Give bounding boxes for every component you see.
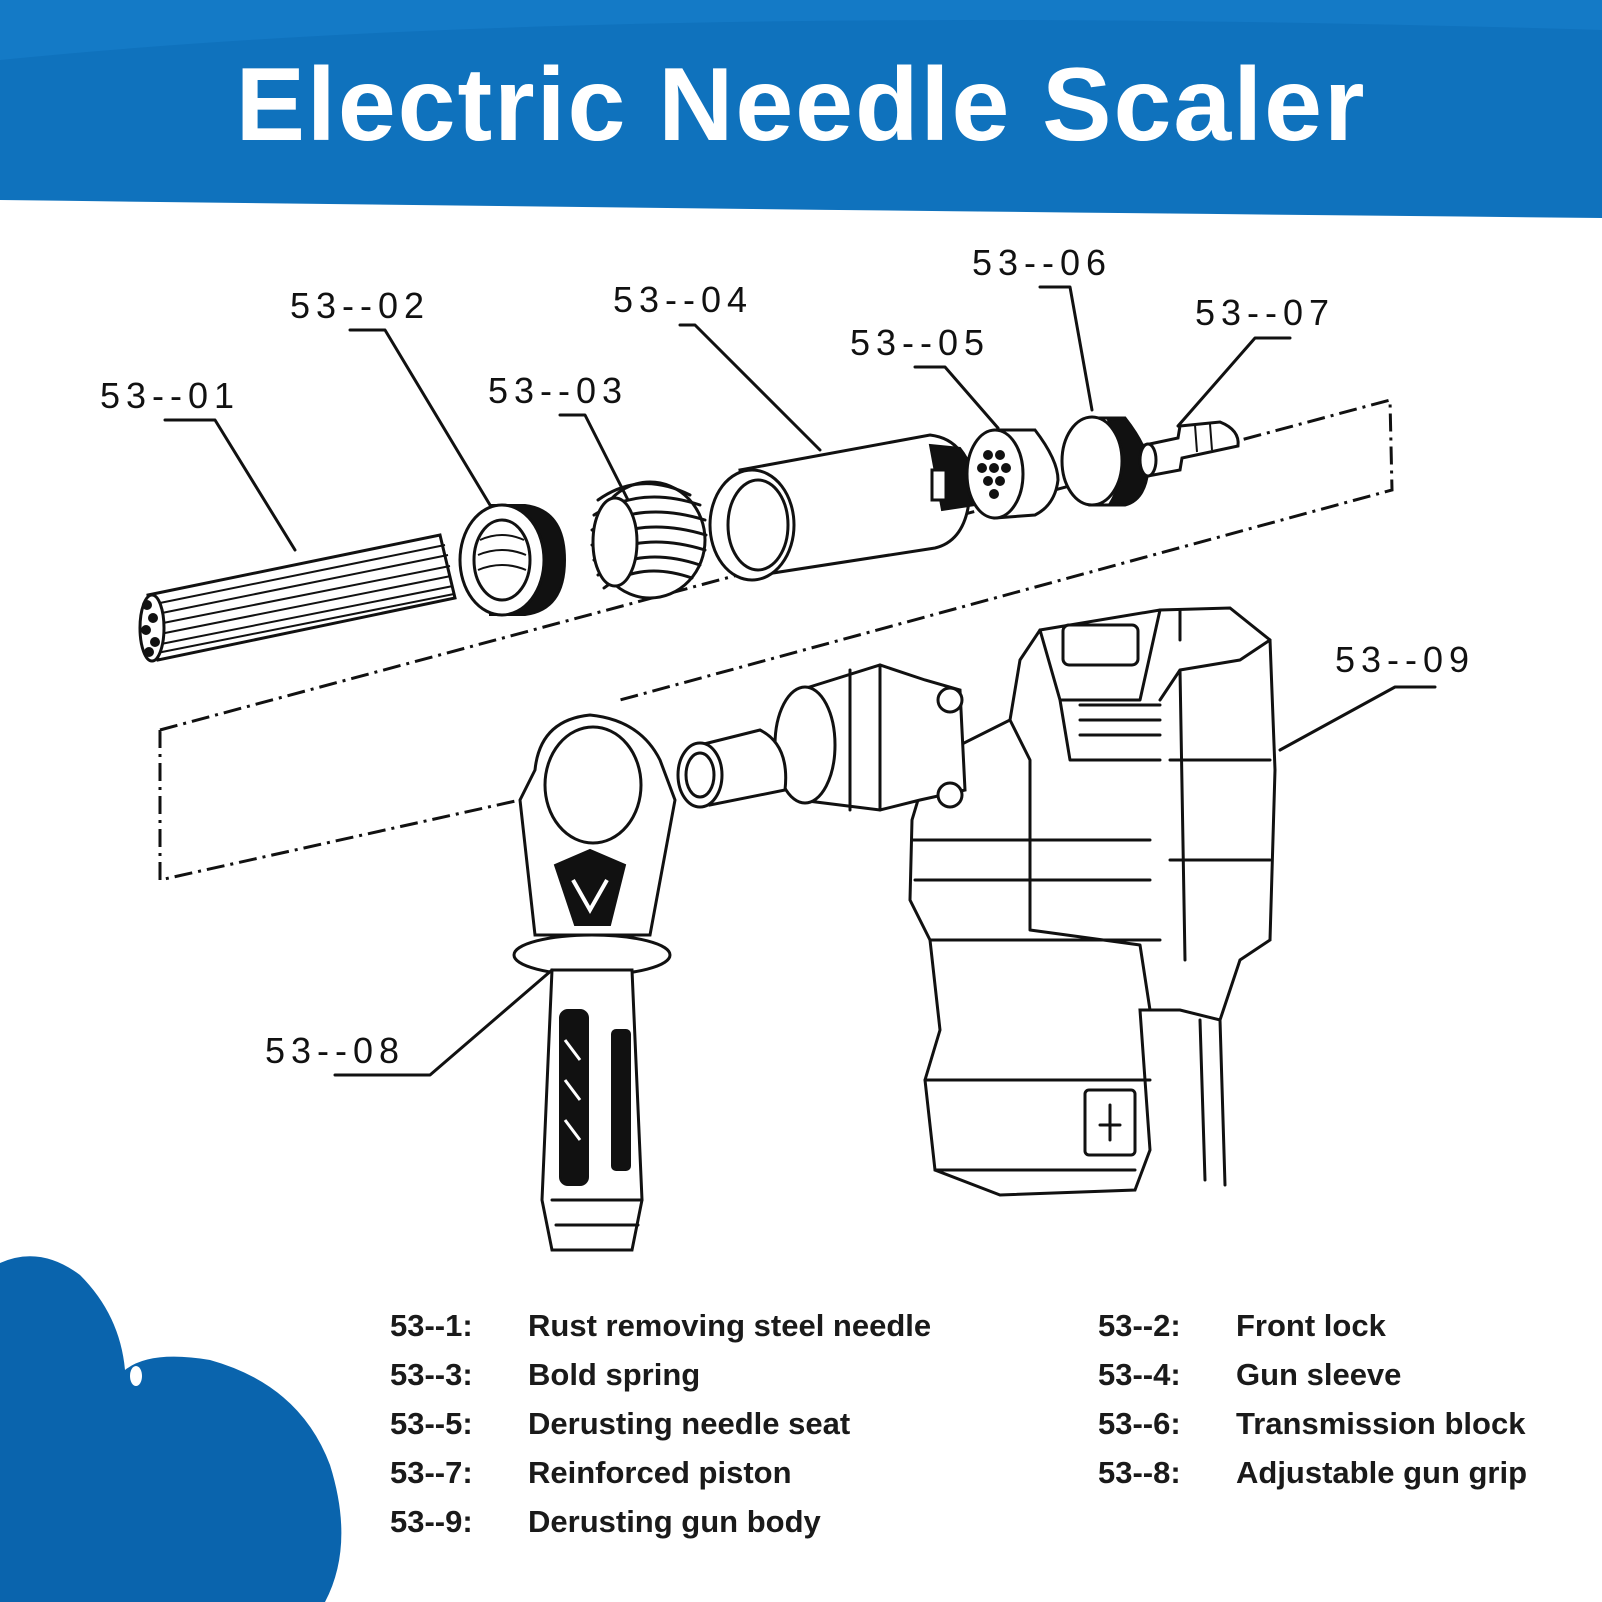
callout-label-01: 53--01	[100, 375, 240, 416]
legend-code: 53--6:	[1098, 1406, 1181, 1441]
legend-code: 53--2:	[1098, 1308, 1181, 1343]
legend-code: 53--7:	[390, 1455, 473, 1490]
callout-label-08: 53--08	[265, 1030, 405, 1071]
leader-line-03	[558, 413, 630, 502]
legend-item: 53--5: Derusting needle seat	[390, 1406, 850, 1446]
leader-line-05	[913, 365, 1000, 430]
derusting-gun-body	[676, 606, 1277, 1197]
callout-label-02: 53--02	[290, 285, 430, 326]
leader-line-07	[1176, 336, 1292, 428]
leader-line-08	[333, 968, 554, 1077]
legend-item: 53--6: Transmission block	[1098, 1406, 1525, 1446]
callout-label-09: 53--09	[1335, 639, 1475, 680]
adjustable-gun-grip	[512, 713, 677, 1252]
callout-label-06: 53--06	[972, 242, 1112, 283]
bold-spring	[590, 480, 708, 600]
legend-label: Front lock	[1236, 1308, 1386, 1343]
leader-line-09	[1278, 685, 1437, 752]
legend-code: 53--5:	[390, 1406, 473, 1441]
legend-label: Reinforced piston	[528, 1455, 792, 1490]
legend-code: 53--1:	[390, 1308, 473, 1343]
legend-label: Derusting gun body	[528, 1504, 821, 1539]
legend-item: 53--1: Rust removing steel needle	[390, 1308, 931, 1348]
legend-item: 53--2: Front lock	[1098, 1308, 1386, 1348]
legend-code: 53--8:	[1098, 1455, 1181, 1490]
leader-line-06	[1038, 285, 1094, 412]
page-title: Electric Needle Scaler	[235, 47, 1367, 163]
callout-label-07: 53--07	[1195, 292, 1335, 333]
legend-label: Gun sleeve	[1236, 1357, 1402, 1392]
legend-label: Bold spring	[528, 1357, 701, 1392]
callout-label-04: 53--04	[613, 279, 753, 320]
transmission-block	[1060, 415, 1150, 507]
parts-legend: 53--1: Rust removing steel needle 53--2: F…	[390, 1308, 1590, 1568]
legend-item: 53--7: Reinforced piston	[390, 1455, 792, 1495]
leader-line-04	[678, 323, 822, 452]
legend-code: 53--3:	[390, 1357, 473, 1392]
legend-code: 53--9:	[390, 1504, 473, 1539]
leader-line-01	[163, 418, 297, 552]
decorative-cloud-shape	[0, 1256, 342, 1602]
legend-item: 53--3: Bold spring	[390, 1357, 700, 1397]
reinforced-piston	[1138, 420, 1240, 478]
legend-label: Rust removing steel needle	[528, 1308, 932, 1343]
legend-label: Adjustable gun grip	[1236, 1455, 1528, 1490]
exploded-parts-diagram: .ln { fill: none; stroke: #111; stroke-w…	[100, 242, 1475, 1252]
front-lock-ring	[458, 503, 567, 617]
gun-sleeve	[708, 433, 977, 582]
legend-label: Transmission block	[1236, 1406, 1526, 1441]
leader-line-02	[348, 328, 492, 507]
callout-label-03: 53--03	[488, 370, 628, 411]
derusting-needle-seat	[965, 428, 1060, 520]
legend-item: 53--9: Derusting gun body	[390, 1504, 821, 1544]
steel-needle-bundle	[138, 533, 457, 663]
legend-item: 53--8: Adjustable gun grip	[1098, 1455, 1527, 1495]
legend-label: Derusting needle seat	[528, 1406, 851, 1441]
callout-label-05: 53--05	[850, 322, 990, 363]
legend-code: 53--4:	[1098, 1357, 1181, 1392]
header-banner	[0, 0, 1602, 222]
legend-item: 53--4: Gun sleeve	[1098, 1357, 1401, 1397]
